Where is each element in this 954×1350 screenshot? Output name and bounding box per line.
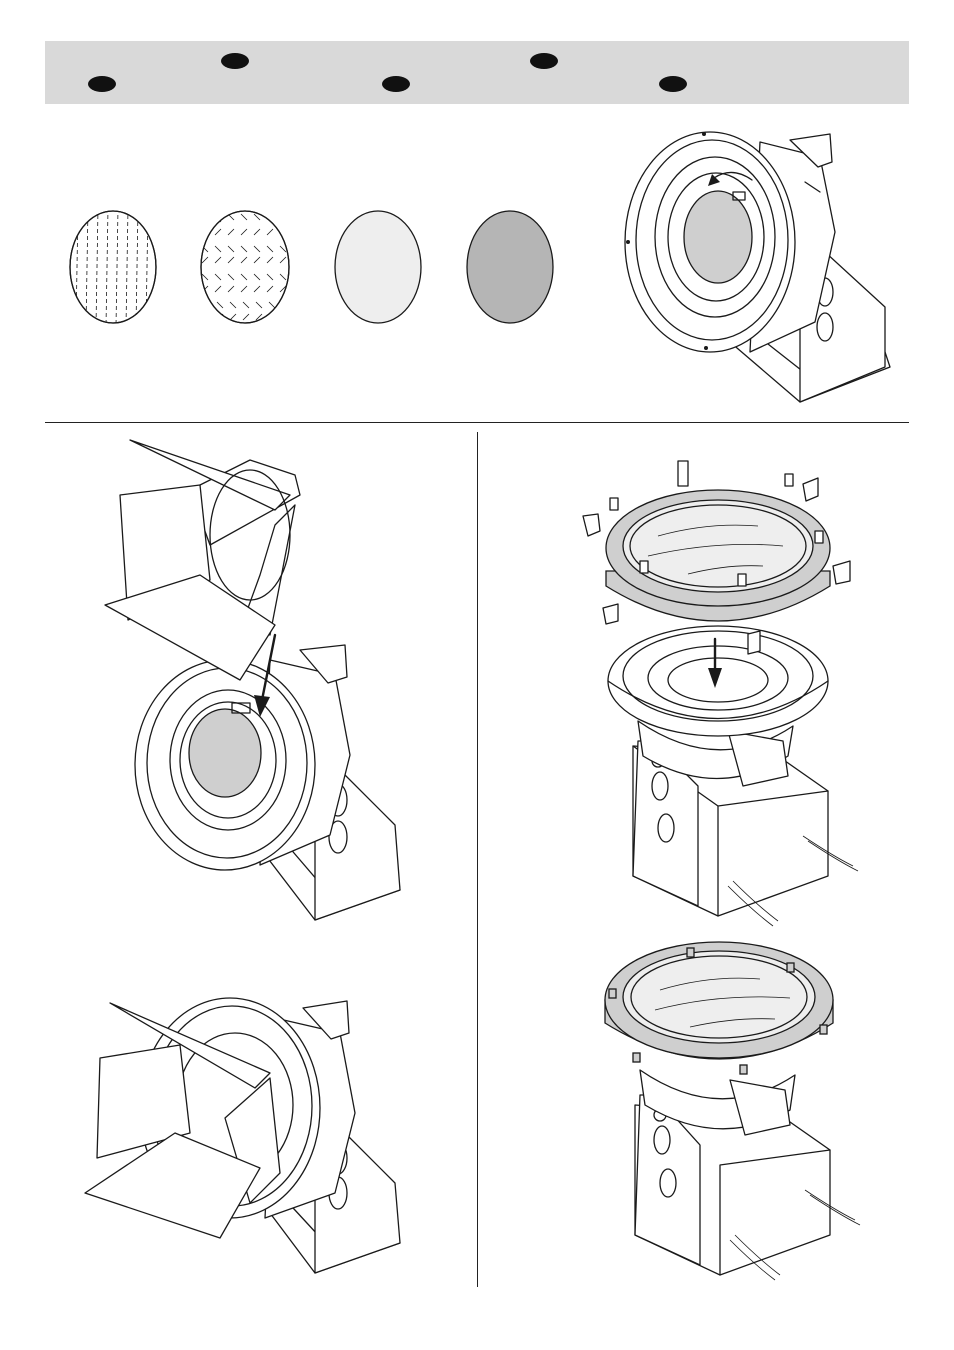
header-banner [45,41,909,104]
barndoor-install [100,435,410,925]
lens-cover-install [578,456,868,921]
filter-lens-vertical [66,208,161,326]
marker-dot-2 [221,53,249,69]
filter-lens-spread [197,208,295,326]
barndoor-installed [85,993,405,1278]
section-divider-horizontal [45,422,909,423]
marker-dot-1 [88,76,116,92]
lens-cover-installed [595,945,865,1280]
fixture-front-rotation [620,122,895,410]
filter-frosted [331,208,426,326]
section-divider-vertical [477,432,478,1287]
marker-dot-4 [530,53,558,69]
filter-colour [463,208,558,326]
marker-dot-5 [659,76,687,92]
marker-dot-3 [382,76,410,92]
